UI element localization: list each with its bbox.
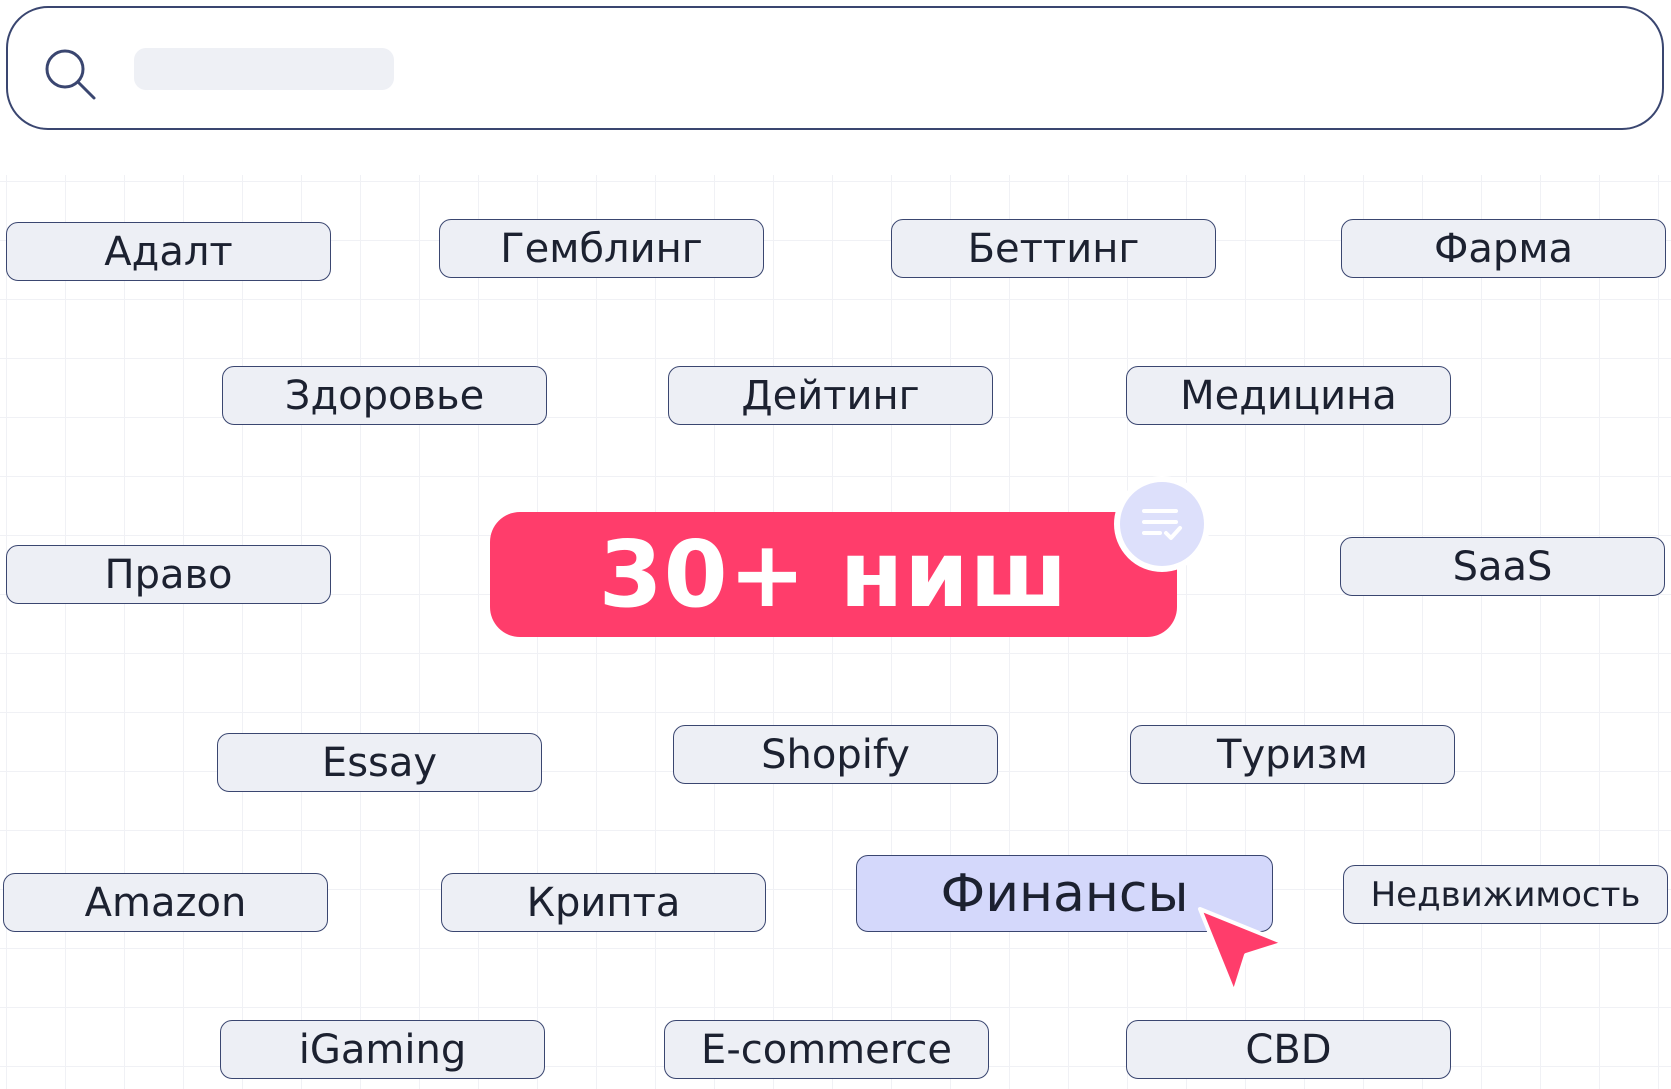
tag-gambling[interactable]: Гемблинг <box>439 219 764 278</box>
niches-count-badge: 30+ ниш <box>490 512 1177 637</box>
tag-ecommerce[interactable]: E-commerce <box>664 1020 989 1079</box>
tag-dating[interactable]: Дейтинг <box>668 366 993 425</box>
cursor-arrow-icon <box>1198 907 1286 995</box>
tag-law[interactable]: Право <box>6 545 331 604</box>
tag-amazon[interactable]: Amazon <box>3 873 328 932</box>
tag-igaming[interactable]: iGaming <box>220 1020 545 1079</box>
tag-betting[interactable]: Беттинг <box>891 219 1216 278</box>
tag-real-estate[interactable]: Недвижимость <box>1343 865 1668 924</box>
tag-adult[interactable]: Адалт <box>6 222 331 281</box>
tag-crypto[interactable]: Крипта <box>441 873 766 932</box>
tag-shopify[interactable]: Shopify <box>673 725 998 784</box>
search-bar[interactable] <box>6 6 1664 130</box>
tag-pharma[interactable]: Фарма <box>1341 219 1666 278</box>
tag-health[interactable]: Здоровье <box>222 366 547 425</box>
tag-tourism[interactable]: Туризм <box>1130 725 1455 784</box>
search-icon[interactable] <box>38 42 104 108</box>
tag-finance[interactable]: Финансы <box>856 855 1273 932</box>
tag-cbd[interactable]: CBD <box>1126 1020 1451 1079</box>
checklist-icon <box>1114 476 1210 572</box>
search-input[interactable] <box>134 48 394 90</box>
tag-saas[interactable]: SaaS <box>1340 537 1665 596</box>
tag-essay[interactable]: Essay <box>217 733 542 792</box>
tag-medicine[interactable]: Медицина <box>1126 366 1451 425</box>
